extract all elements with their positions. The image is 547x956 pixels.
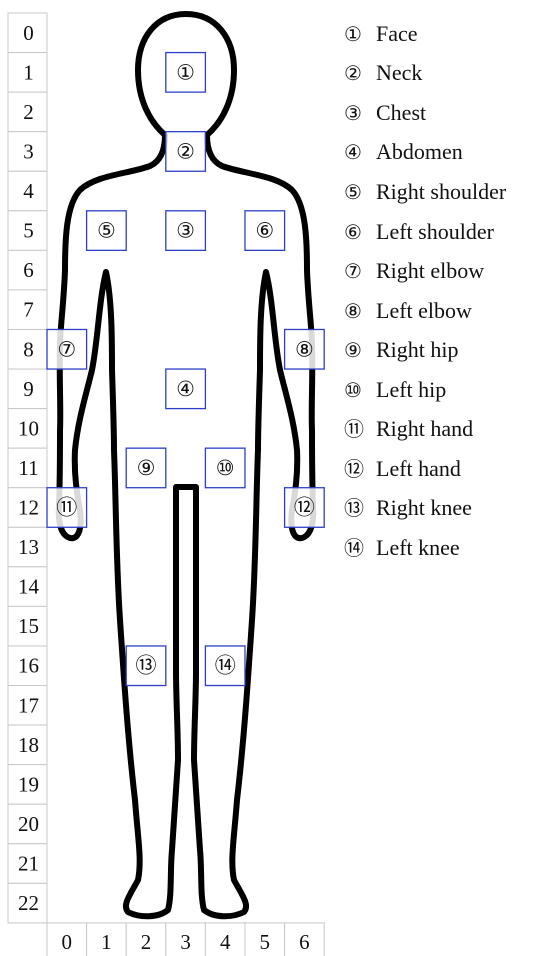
row-label: 12 — [18, 496, 39, 520]
column-label: 6 — [299, 930, 310, 954]
legend-label: Abdomen — [376, 141, 463, 163]
legend-number: ⑩ — [344, 380, 376, 400]
legend-label: Right hip — [376, 339, 459, 361]
row-label: 17 — [18, 693, 39, 717]
row-label: 4 — [23, 179, 34, 203]
row-label: 7 — [23, 298, 34, 322]
legend-label: Left hand — [376, 458, 461, 480]
legend-number: ⑬ — [344, 498, 376, 518]
column-label: 4 — [220, 930, 231, 954]
legend-label: Chest — [376, 102, 426, 124]
region-marker-number: ⑬ — [136, 654, 157, 678]
row-label: 5 — [23, 219, 34, 243]
region-marker-number: ⑧ — [295, 337, 314, 361]
legend-number: ⑤ — [344, 182, 376, 202]
legend-number: ⑭ — [344, 538, 376, 558]
legend-item-right-knee: ⑬Right knee — [344, 489, 506, 529]
region-marker-number: ⑪ — [56, 496, 77, 520]
legend-label: Right knee — [376, 497, 472, 519]
legend-number: ⑦ — [344, 261, 376, 281]
column-label: 3 — [180, 930, 191, 954]
region-marker-number: ⑦ — [57, 337, 76, 361]
row-label: 14 — [18, 575, 40, 599]
row-label: 6 — [23, 258, 34, 282]
region-marker-number: ⑫ — [294, 496, 315, 520]
row-label: 22 — [18, 891, 39, 915]
column-label: 5 — [260, 930, 271, 954]
legend-label: Left hip — [376, 379, 446, 401]
row-label: 0 — [23, 21, 34, 45]
legend-number: ⑪ — [344, 419, 376, 439]
legend-number: ④ — [344, 142, 376, 162]
legend-number: ⑧ — [344, 301, 376, 321]
row-label: 20 — [18, 812, 39, 836]
legend-number: ② — [344, 63, 376, 83]
region-marker-number: ① — [176, 60, 195, 84]
legend-label: Right elbow — [376, 260, 484, 282]
region-marker-number: ⑥ — [255, 219, 274, 243]
row-label: 16 — [18, 654, 39, 678]
legend-label: Left elbow — [376, 300, 472, 322]
region-marker-number: ⑩ — [216, 456, 235, 480]
legend-label: Neck — [376, 62, 422, 84]
row-label: 2 — [23, 100, 34, 124]
row-label: 8 — [23, 337, 34, 361]
legend-item-right-hip: ⑨Right hip — [344, 330, 506, 370]
region-marker-number: ② — [176, 139, 195, 163]
row-label: 19 — [18, 772, 39, 796]
row-label: 9 — [23, 377, 34, 401]
column-axis: 0 1 2 3 4 5 6 — [47, 923, 324, 956]
legend-number: ⑫ — [344, 459, 376, 479]
legend-number: ① — [344, 24, 376, 44]
row-label: 3 — [23, 139, 34, 163]
row-label: 10 — [18, 416, 39, 440]
legend-label: Right hand — [376, 418, 473, 440]
region-marker-number: ③ — [176, 219, 195, 243]
row-label: 21 — [18, 852, 39, 876]
column-label: 1 — [101, 930, 112, 954]
row-axis: 012345678910111213141516171819202122 — [8, 13, 47, 923]
legend-label: Left knee — [376, 537, 460, 559]
legend-number: ⑨ — [344, 340, 376, 360]
region-marker-number: ⑭ — [215, 654, 236, 678]
row-label: 18 — [18, 733, 39, 757]
row-label: 15 — [18, 614, 39, 638]
legend-label: Left shoulder — [376, 221, 494, 243]
region-marker-number: ⑤ — [97, 219, 116, 243]
row-label: 13 — [18, 535, 39, 559]
legend-label: Face — [376, 23, 418, 45]
region-marker-number: ⑨ — [137, 456, 156, 480]
column-label: 0 — [62, 930, 73, 954]
legend-number: ③ — [344, 103, 376, 123]
row-label: 1 — [23, 60, 34, 84]
region-marker-number: ④ — [176, 377, 195, 401]
legend-number: ⑥ — [344, 222, 376, 242]
row-label: 11 — [18, 456, 38, 480]
legend-label: Right shoulder — [376, 181, 506, 203]
column-label: 2 — [141, 930, 152, 954]
